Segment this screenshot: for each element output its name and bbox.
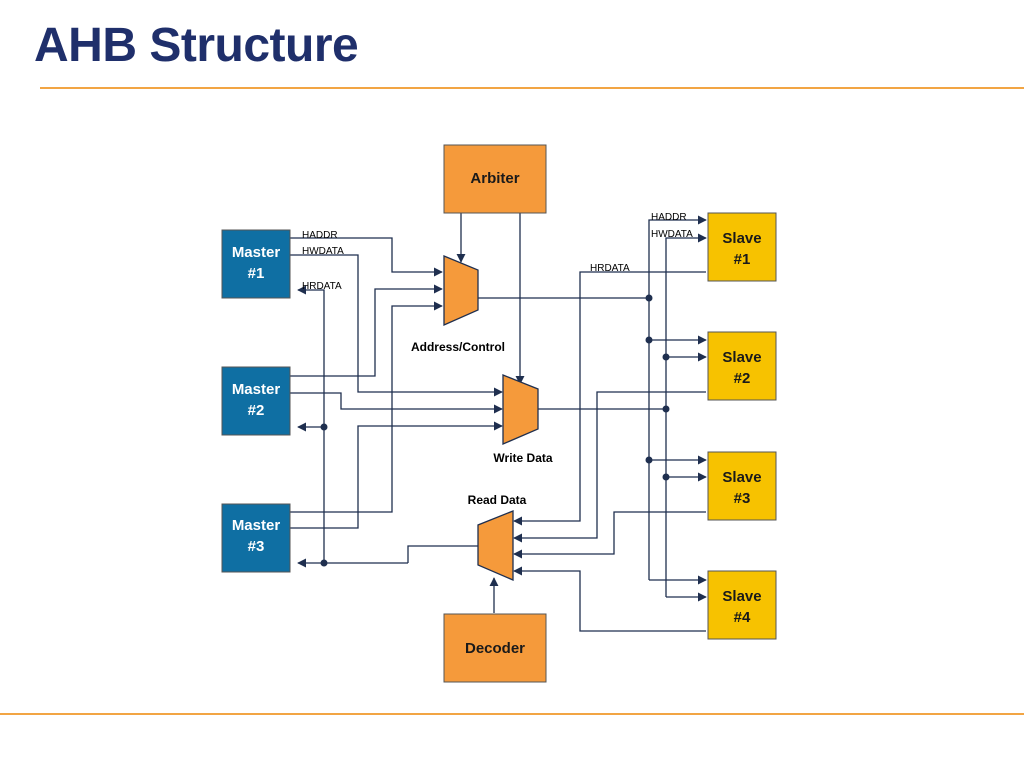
m3-hrdata-wire xyxy=(407,545,478,563)
arbiter-block: Arbiter xyxy=(443,144,547,214)
slave-number: #1 xyxy=(734,251,751,268)
write-data-mux xyxy=(502,374,539,445)
junction-dot xyxy=(662,473,670,481)
slave-label: Slave xyxy=(722,588,761,605)
master-2-block: Master #2 xyxy=(221,366,291,436)
m1-haddr-wire xyxy=(290,237,443,277)
slave-label: Slave xyxy=(722,349,761,366)
master-haddr-label: HADDR xyxy=(302,230,338,241)
slave-number: #3 xyxy=(734,490,751,507)
slave1-hrdata xyxy=(513,271,706,526)
wires xyxy=(290,213,707,632)
slave-4-block: Slave #4 xyxy=(707,570,777,640)
master-label: Master xyxy=(232,517,281,534)
slave2-hrdata xyxy=(513,391,706,543)
master-label: Master xyxy=(232,381,281,398)
slave-3-block: Slave #3 xyxy=(707,451,777,521)
master-hwdata-label: HWDATA xyxy=(302,246,344,257)
junction-dot xyxy=(645,336,653,344)
decoder-label: Decoder xyxy=(465,640,525,657)
junctions xyxy=(320,294,670,567)
m3-haddr-wire xyxy=(290,301,443,513)
master-number: #1 xyxy=(248,265,265,282)
slide-title: AHB Structure xyxy=(34,19,359,72)
read-data-mux xyxy=(477,510,514,581)
junction-dot xyxy=(320,559,328,567)
junction-dot xyxy=(662,353,670,361)
write-bus xyxy=(665,233,707,597)
master-number: #2 xyxy=(248,402,265,419)
junction-dot xyxy=(645,294,653,302)
slave3-hrdata xyxy=(513,511,706,559)
address-control-caption: Address/Control xyxy=(411,340,505,354)
junction-dot xyxy=(662,405,670,413)
slave-1-block: Slave #1 xyxy=(707,212,777,282)
arbiter-label: Arbiter xyxy=(470,170,519,187)
m3-hwdata-wire xyxy=(290,421,503,529)
m2-haddr-wire xyxy=(290,284,443,377)
master-1-block: Master #1 xyxy=(221,229,291,299)
master-hrdata-label: HRDATA xyxy=(302,281,342,292)
m2-hwdata-wire xyxy=(290,392,503,414)
slave-label: Slave xyxy=(722,230,761,247)
title-divider xyxy=(40,87,1024,89)
decoder-block: Decoder xyxy=(443,613,547,683)
slave-hrdata-label: HRDATA xyxy=(590,263,630,274)
junction-dot xyxy=(645,456,653,464)
slave-label: Slave xyxy=(722,469,761,486)
m1-hwdata-wire xyxy=(290,254,503,397)
write-data-caption: Write Data xyxy=(493,451,552,465)
read-data-caption: Read Data xyxy=(468,493,527,507)
slave-2-block: Slave #2 xyxy=(707,331,777,401)
slave-number: #4 xyxy=(734,609,751,626)
slave-number: #2 xyxy=(734,370,751,387)
master-number: #3 xyxy=(248,538,265,555)
master-label: Master xyxy=(232,244,281,261)
slave4-hrdata xyxy=(513,566,706,632)
junction-dot xyxy=(320,423,328,431)
m1-hrdata-wire xyxy=(297,285,325,563)
slave-hwdata-label: HWDATA xyxy=(651,229,693,240)
address-control-mux xyxy=(443,255,479,326)
footer-divider xyxy=(0,713,1024,715)
slave-haddr-label: HADDR xyxy=(651,212,687,223)
master-3-block: Master #3 xyxy=(221,503,291,573)
